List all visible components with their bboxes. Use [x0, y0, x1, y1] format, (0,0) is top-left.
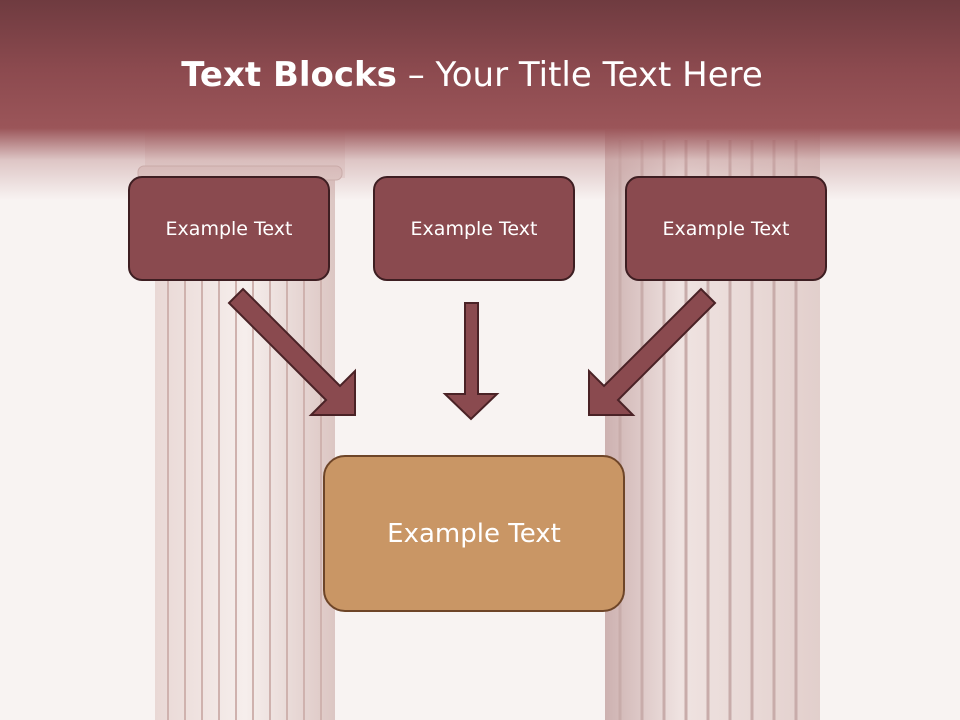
text-block-2[interactable]: Example Text	[373, 176, 575, 281]
title-bar	[0, 0, 960, 200]
arrow-down	[442, 302, 500, 421]
text-block-1[interactable]: Example Text	[128, 176, 330, 281]
target-text-block[interactable]: Example Text	[323, 455, 625, 612]
slide-title: Text Blocks – Your Title Text Here	[0, 52, 944, 98]
arrow-right-diagonal	[588, 287, 717, 416]
title-bold: Text Blocks	[181, 55, 397, 95]
arrow-left-diagonal	[227, 287, 356, 416]
text-block-3[interactable]: Example Text	[625, 176, 827, 281]
title-rest: – Your Title Text Here	[396, 55, 763, 95]
